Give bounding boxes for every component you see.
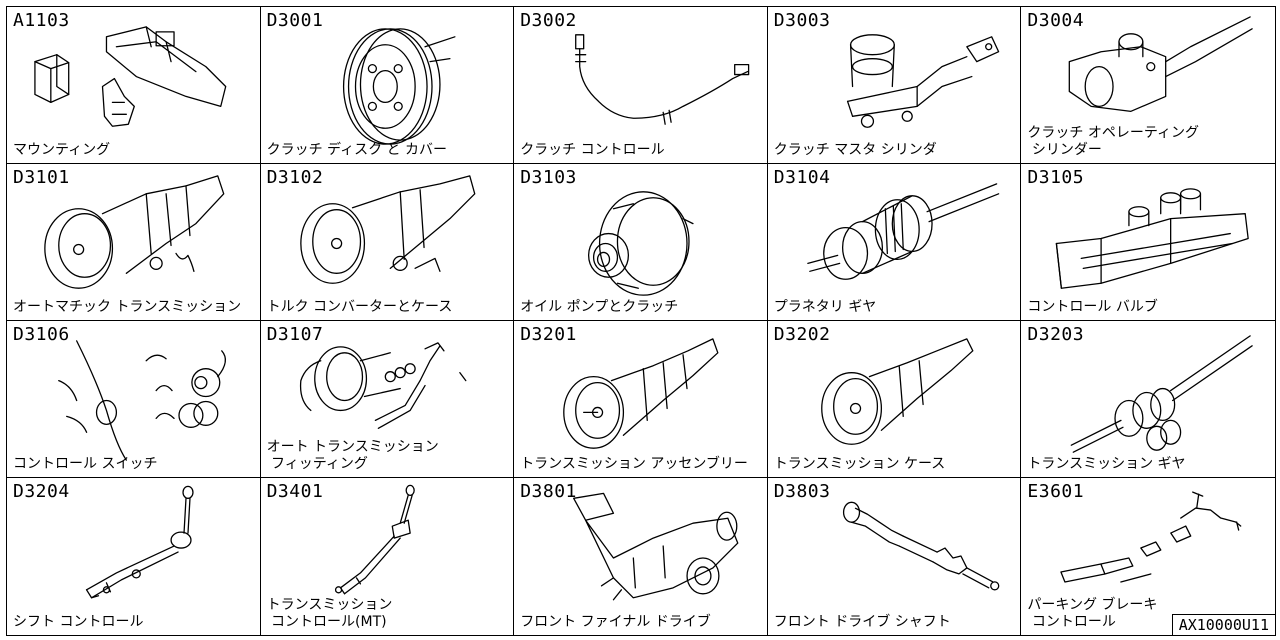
catalog-cell-d3801[interactable]: D3801 フロント ファイナル ドライブ [514, 478, 768, 635]
part-code: E3601 [1027, 481, 1085, 502]
catalog-cell-d3004[interactable]: D3004 クラッチ オペレーティング シリンダー [1021, 7, 1275, 164]
part-label: トランスミッション アッセンブリー [520, 456, 748, 472]
part-label: トランスミッション コントロール(MT) [266, 597, 393, 630]
part-code: D3106 [13, 324, 70, 345]
catalog-cell-d3101[interactable]: D3101 オートマチック トランスミッション [7, 164, 261, 321]
catalog-cell-d3107[interactable]: D3107 オート トランスミッション フィッティング [260, 321, 515, 478]
transmission-case-icon [820, 338, 974, 445]
part-code: D3101 [13, 167, 70, 188]
reference-code: AX10000U11 [1171, 614, 1276, 636]
part-code: D3102 [266, 167, 324, 188]
catalog-cell-d3401[interactable]: D3401 トランスミッション コントロール(MT) [261, 478, 515, 635]
catalog-cell-d3102[interactable]: D3102 トルク コンバーターとケース [260, 164, 515, 321]
control-valve-icon [1056, 188, 1250, 289]
part-label: トランスミッション ケース [773, 456, 946, 472]
part-label: プラネタリ ギヤ [773, 299, 877, 315]
catalog-cell-d3103[interactable]: D3103 オイル ポンプとクラッチ [514, 164, 768, 321]
clutch-control-icon [575, 34, 750, 125]
transmission-control-mt-icon [334, 484, 415, 595]
catalog-cell-e3601[interactable]: E3601 パーキング ブレーキ コントロール [1021, 478, 1275, 635]
part-label: クラッチ マスタ シリンダ [773, 142, 937, 158]
shift-control-icon [85, 485, 194, 599]
control-switch-icon [58, 340, 227, 461]
front-drive-shaft-icon [842, 501, 1000, 591]
clutch-disc-cover-icon [342, 28, 456, 145]
part-label: コントロール スイッチ [13, 456, 158, 472]
catalog-cell-d3105[interactable]: D3105 コントロール バルブ [1021, 164, 1275, 321]
catalog-cell-d3203[interactable]: D3203 トランスミッション ギヤ [1021, 321, 1275, 478]
part-label: オート トランスミッション フィッティング [266, 439, 439, 472]
front-final-drive-icon [573, 492, 739, 601]
part-label: トルク コンバーターとケース [266, 299, 453, 315]
part-code: D3103 [520, 167, 577, 188]
part-code: D3104 [773, 167, 831, 188]
part-label: パーキング ブレーキ コントロール [1027, 597, 1158, 630]
clutch-operating-cylinder-icon [1069, 16, 1254, 112]
mounting-icon [34, 26, 227, 127]
catalog-cell-d3202[interactable]: D3202 トランスミッション ケース [767, 321, 1022, 478]
part-label: クラッチ コントロール [520, 142, 665, 158]
clutch-master-cylinder-icon [846, 34, 1000, 128]
part-code: D3203 [1027, 324, 1085, 345]
part-label: シフト コントロール [13, 614, 144, 630]
part-label: フロント ドライブ シャフト [773, 614, 951, 630]
part-code: D3201 [520, 324, 577, 345]
part-code: D3004 [1027, 10, 1085, 31]
parking-brake-control-icon [1060, 491, 1242, 583]
transmission-assembly-icon [563, 338, 719, 449]
catalog-cell-d3803[interactable]: D3803 フロント ドライブ シャフト [768, 478, 1022, 635]
part-label: オイル ポンプとクラッチ [520, 299, 679, 315]
part-label: マウンティング [13, 142, 111, 158]
catalog-cell-d3201[interactable]: D3201 トランスミッション アッセンブリー [514, 321, 768, 478]
oil-pump-clutch-icon [588, 191, 694, 296]
part-code: D3001 [266, 10, 324, 31]
transmission-gear-icon [1071, 335, 1254, 453]
part-code: D3801 [520, 481, 577, 502]
part-label: コントロール バルブ [1027, 299, 1158, 315]
part-label: クラッチ ディスク と カバー [266, 142, 447, 158]
catalog-cell-d3003[interactable]: D3003 クラッチ マスタ シリンダ [767, 7, 1022, 164]
part-code: D3204 [13, 481, 70, 502]
catalog-cell-a1103[interactable]: A1103 マウンティング [7, 7, 261, 164]
catalog-cell-d3001[interactable]: D3001 クラッチ ディスク と カバー [260, 7, 515, 164]
automatic-transmission-icon [44, 175, 225, 289]
catalog-cell-d3002[interactable]: D3002 クラッチ コントロール [514, 7, 768, 164]
catalog-cell-d3104[interactable]: D3104 プラネタリ ギヤ [767, 164, 1022, 321]
part-code: D3401 [266, 481, 324, 502]
auto-transmission-fitting-icon [299, 342, 467, 429]
part-code: A1103 [13, 10, 70, 31]
parts-catalog-grid: A1103 マウンティング D3001 クラッチ ディスク と カバー [6, 6, 1276, 636]
torque-converter-case-icon [299, 175, 475, 284]
part-label: オートマチック トランスミッション [13, 299, 242, 315]
part-code: D3002 [520, 10, 577, 31]
part-label: トランスミッション ギヤ [1027, 456, 1186, 472]
part-code: D3107 [266, 324, 324, 345]
part-code: D3202 [773, 324, 831, 345]
catalog-cell-d3106[interactable]: D3106 コントロール スイッチ [7, 321, 261, 478]
part-label: クラッチ オペレーティング シリンダー [1027, 125, 1200, 158]
planetary-gear-icon [807, 183, 1000, 280]
part-label: フロント ファイナル ドライブ [520, 614, 711, 630]
catalog-cell-d3204[interactable]: D3204 シフト コントロール [7, 478, 261, 635]
part-code: D3803 [773, 481, 831, 502]
part-code: D3105 [1027, 167, 1085, 188]
part-code: D3003 [773, 10, 831, 31]
